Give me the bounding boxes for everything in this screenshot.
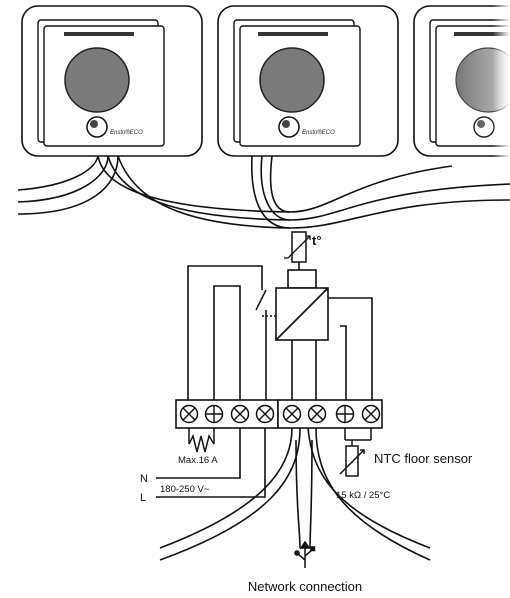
network-connection-label: Network connection [248,579,362,594]
control-knob [278,116,300,138]
control-knob [86,116,108,138]
vent-grille [64,32,134,36]
ntc-rating-label: 15 kΩ / 25°C [336,490,390,501]
terminal-screw [255,404,275,424]
ntc-sensor-symbol [339,428,372,477]
voltage-label: 180-250 V~ [160,484,210,495]
thermostat-2: Ensto®ECO [217,5,399,157]
terminal-screw [230,404,250,424]
heating-element-symbol [188,428,215,453]
terminal-screw [179,404,199,424]
max-current-label: Max.16 A [178,455,218,466]
network-icon [294,540,316,568]
network-cables [17,155,510,229]
terminal-earth [335,404,355,424]
neutral-label: N [140,473,148,485]
network-cable-out [159,427,431,561]
vent-grille [258,32,328,36]
internal-wiring [187,265,373,400]
temperature-sensor-symbol: t° [284,231,322,263]
supply-lines [156,428,266,498]
terminal-block-left [175,399,279,429]
thermostat-3 [413,0,510,170]
ntc-floor-sensor-label: NTC floor sensor [374,451,473,466]
terminal-earth [204,404,224,424]
display-disc [64,47,130,113]
thermostat-1: Ensto®ECO [21,5,203,157]
live-label: L [140,492,146,504]
brand-label-2: Ensto®ECO [302,129,335,136]
temp-symbol-label: t° [312,233,322,248]
display-disc [259,47,325,113]
controller-unit [275,262,329,341]
relay-switch [255,289,276,317]
brand-label-1: Ensto®ECO [110,129,143,136]
terminal-screw [307,404,327,424]
terminal-screw [282,404,302,424]
terminal-block-right [277,399,383,429]
terminal-screw [361,404,381,424]
